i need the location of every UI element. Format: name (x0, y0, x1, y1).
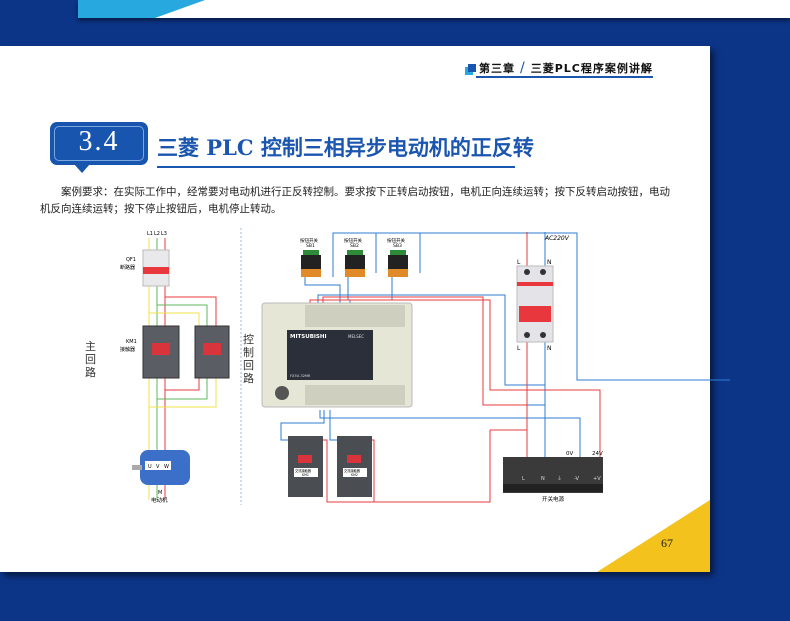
control-circuit: 控制回路 按钮开关 SB1 (243, 232, 730, 503)
wire-reverse-out-2 (157, 378, 208, 400)
main-circuit-label: 主回路 (85, 340, 96, 379)
section-number-badge: 3.4 (50, 122, 148, 173)
top-accent-triangle (155, 0, 205, 18)
motor-label: M (158, 490, 162, 496)
ac220-label: AC220V (544, 235, 570, 242)
breaker-out-l: L (517, 345, 521, 352)
contactor-km1-indicator (152, 343, 170, 355)
control-circuit-label: 控制回路 (243, 332, 254, 385)
contactor-km2-control: 交流接触器 KM2 (337, 436, 372, 497)
title-underline (157, 166, 515, 168)
square-icon (468, 64, 476, 72)
breaker-handles (143, 267, 169, 274)
contactor-km1 (142, 325, 180, 379)
phase-l3: L3 (161, 231, 167, 237)
yellow-corner (597, 500, 710, 572)
breaker-out-n: N (547, 345, 552, 352)
qf1-label: QF1 (126, 257, 136, 263)
sb2-name: 按钮开关 (344, 237, 362, 244)
button-sb3: 按钮开关 SB3 (387, 237, 408, 277)
motor-name: 电动机 (151, 496, 168, 504)
psu-terminal-ground: ⏚ (557, 475, 562, 482)
km1-id: KM1 (302, 473, 309, 477)
wire-reverse-out-1 (165, 378, 200, 391)
top-accent (78, 0, 155, 18)
psu-terminal-l: L (522, 476, 525, 482)
page-number: 67 (661, 536, 673, 550)
sb3-id: SB3 (393, 243, 402, 249)
breaker-in-l: L (517, 259, 521, 266)
slash-divider: / (520, 60, 526, 76)
terminal-v: V (156, 464, 160, 470)
section-title: 三菱 PLC 控制三相异步电动机的正反转 (157, 135, 534, 160)
badge-frame (54, 126, 144, 161)
qf1-name: 断路器 (120, 264, 135, 271)
book-section-label: 三菱PLC程序案例讲解 (530, 62, 653, 75)
psu-terminal-plus-v: +V (593, 476, 601, 482)
km1-label: KM1 (126, 339, 137, 345)
contactor-km2-indicator (203, 343, 221, 355)
plc: MITSUBISHI MELSEC FX3U-32MR (261, 302, 413, 408)
terminal-w: W (164, 464, 169, 470)
red-wires (309, 232, 601, 503)
km1-name: 交流接触器 (295, 468, 312, 473)
motor-shaft (132, 465, 142, 470)
breaker-ac220: AC220V L N L N (516, 235, 570, 352)
sb1-id: SB1 (306, 243, 315, 249)
sb3-name: 按钮开关 (387, 237, 405, 244)
badge-pointer (74, 164, 90, 173)
psu-terminal-minus-v: -V (574, 476, 580, 482)
psu-24v-label: 24V (592, 451, 603, 457)
section-number: 3.4 (78, 126, 120, 157)
plc-model: FX3U-32MR (290, 374, 311, 378)
sb1-name: 按钮开关 (300, 237, 318, 244)
top-page-strip (78, 0, 790, 18)
main-circuit: L1 L2 L3 QF1 断路器 KM1 接触器 主回路 U V W (85, 231, 230, 504)
button-sb1: 按钮开关 SB1 (300, 237, 321, 277)
psu-name: 开关电源 (542, 495, 565, 503)
wire-reverse-out-3 (149, 378, 217, 408)
wire-reverse-l1 (149, 312, 200, 330)
switching-power-supply: 0V 24V L N ⏚ -V +V 开关电源 (503, 451, 603, 503)
wire-reverse-l2 (157, 304, 208, 330)
blue-wires (280, 232, 730, 470)
km1-name: 接触器 (120, 346, 135, 353)
wire-reverse-l3 (165, 296, 217, 330)
motor-terminal-box (145, 461, 171, 470)
terminal-u: U (148, 464, 152, 470)
breaker-in-n: N (547, 259, 552, 266)
phase-l1: L1 (147, 231, 153, 237)
running-head-rule (476, 76, 653, 78)
running-head: 第三章 / 三菱PLC程序案例讲解 (468, 60, 653, 78)
psu-terminal-n: N (541, 476, 545, 482)
phase-l2: L2 (154, 231, 160, 237)
contactor-km1-control: 交流接触器 KM1 (288, 436, 323, 497)
chapter-label: 第三章 (479, 62, 515, 75)
km2-id: KM2 (351, 473, 358, 477)
button-sb2: 按钮开关 SB2 (344, 237, 365, 277)
sb2-id: SB2 (350, 243, 359, 249)
case-requirement-paragraph: 案例要求：在实际工作中，经常要对电动机进行正反转控制。要求按下正转启动按钮，电机… (40, 186, 670, 215)
km2-name: 交流接触器 (344, 468, 361, 473)
plc-brand: MITSUBISHI (290, 334, 327, 340)
psu-0v-label: 0V (566, 451, 573, 457)
plc-series: MELSEC (348, 334, 364, 339)
